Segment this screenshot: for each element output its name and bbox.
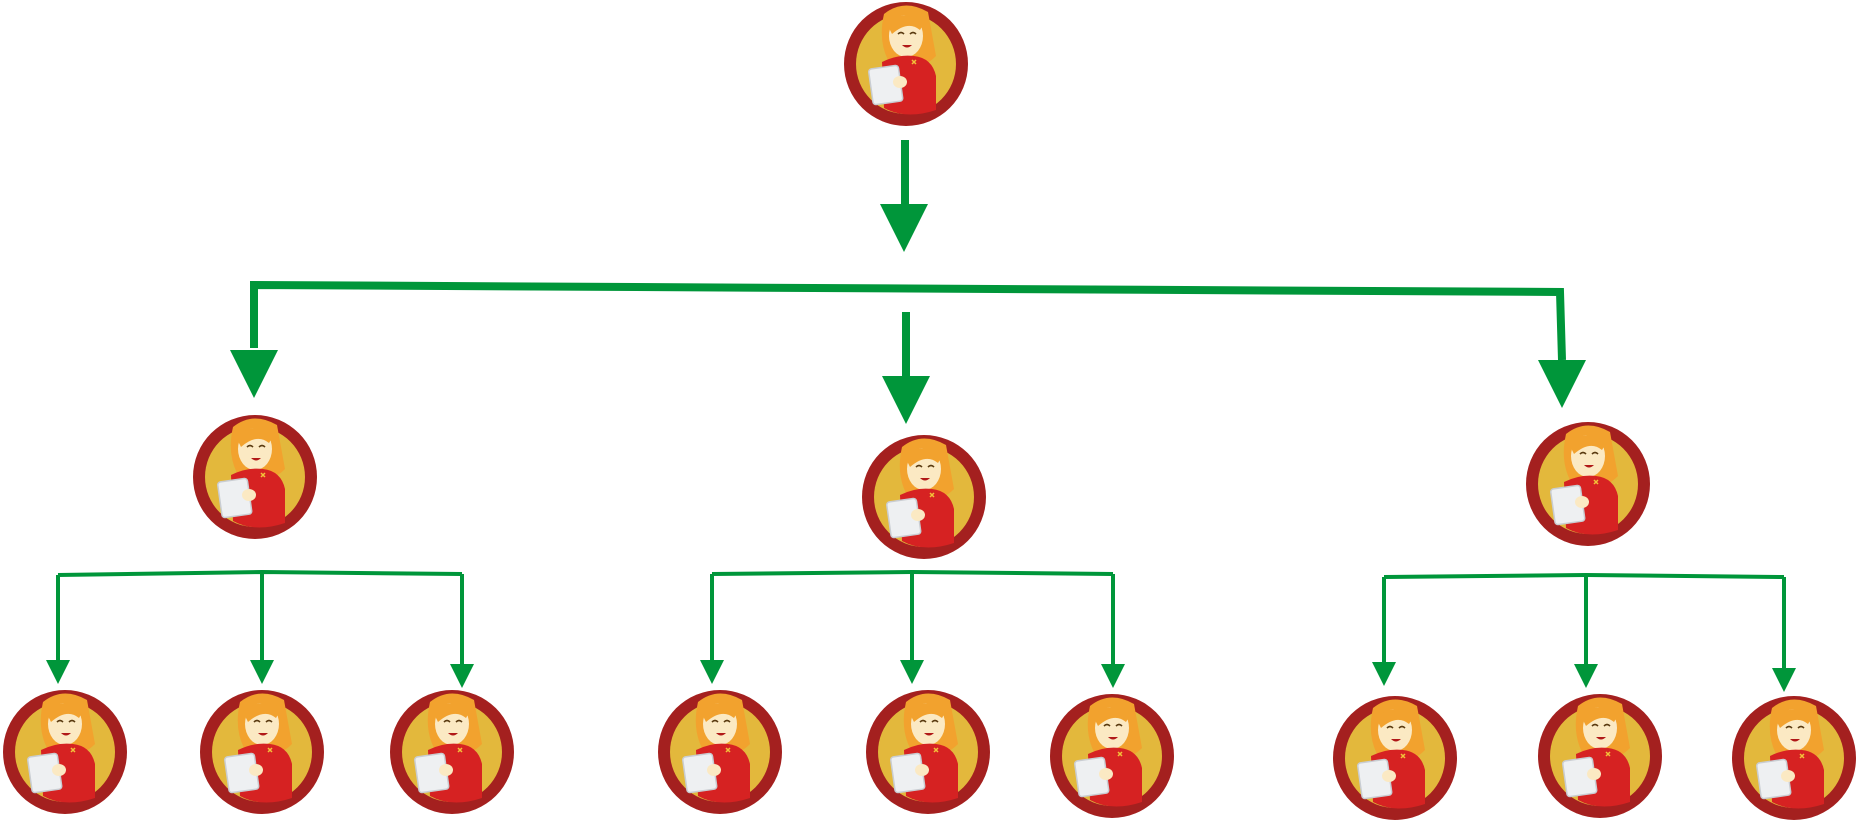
arrow-center-2-head: [900, 660, 924, 684]
arrow-to-l1-center: [882, 376, 930, 424]
arrow-center-1-head: [700, 660, 724, 684]
avatar-root woman-with-tablet-icon: [843, 1, 969, 127]
avatar-l2-3 woman-with-tablet-icon: [389, 689, 515, 815]
avatar-l2-9 woman-with-tablet-icon: [1731, 695, 1857, 821]
avatar-l2-4 woman-with-tablet-icon: [657, 689, 783, 815]
arrow-right-3-head: [1772, 668, 1796, 692]
avatar-l1-left woman-with-tablet-icon: [192, 414, 318, 540]
arrow-right-2-head: [1574, 664, 1598, 688]
arrow-right-1-head: [1372, 662, 1396, 686]
arrow-root-head: [880, 204, 928, 252]
arrow-to-l1-left: [230, 350, 278, 398]
arrow-left-3-head: [450, 664, 474, 688]
edges: [46, 140, 1796, 692]
avatar-l1-right woman-with-tablet-icon: [1525, 421, 1651, 547]
avatar-l2-5 woman-with-tablet-icon: [865, 689, 991, 815]
connector-level-1: [250, 280, 1566, 361]
avatar-l1-center woman-with-tablet-icon: [861, 434, 987, 560]
arrow-center-3-head: [1101, 664, 1125, 688]
avatar-l2-1 woman-with-tablet-icon: [2, 689, 128, 815]
arrow-left-1-head: [46, 660, 70, 684]
avatar-l2-8 woman-with-tablet-icon: [1537, 693, 1663, 819]
avatar-l2-7 woman-with-tablet-icon: [1332, 695, 1458, 821]
arrow-to-l1-right: [1538, 360, 1586, 408]
avatar-l2-2 woman-with-tablet-icon: [199, 689, 325, 815]
avatar-l2-6 woman-with-tablet-icon: [1049, 693, 1175, 819]
arrow-left-2-head: [250, 660, 274, 684]
